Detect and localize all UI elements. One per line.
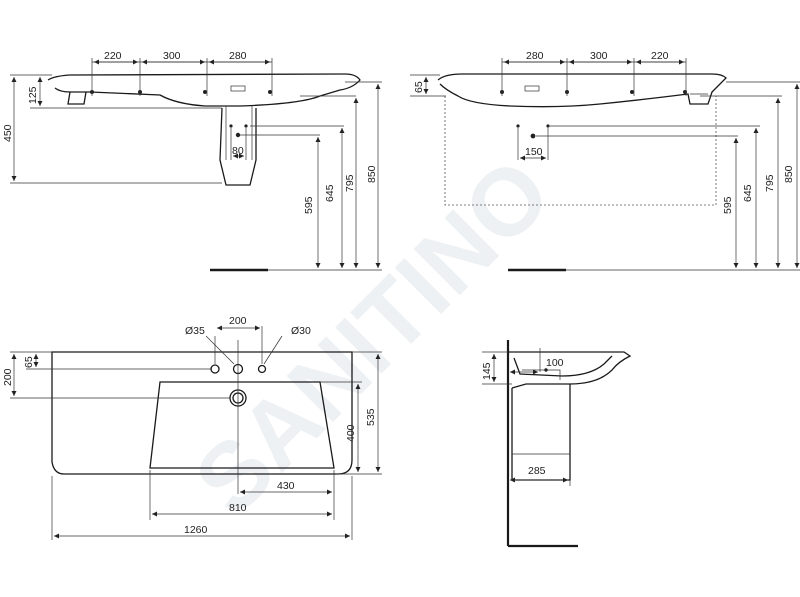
bowl-width-label: 810 (229, 502, 247, 514)
front-view-left-taps: 280 300 220 65 150 595 645 795 850 (410, 50, 800, 272)
tap-hole-spacing-label: 200 (229, 315, 247, 327)
tap-spacing-label: 220 (104, 50, 122, 62)
front-view-right-taps: 220 300 280 125 450 80 595 645 795 850 (2, 50, 382, 272)
bowl-depth-label: 400 (345, 424, 357, 442)
height-label: 595 (303, 196, 315, 214)
tap-spacing-label: 300 (590, 50, 608, 62)
waste-offset-label: 150 (525, 146, 543, 158)
waste-to-edge-label: 430 (277, 480, 295, 492)
rim-height-label: 125 (27, 86, 39, 104)
side-view: 145 100 285 (481, 340, 632, 548)
tap-hole-diameter-left: Ø35 (185, 325, 205, 337)
tap-spacing-label: 220 (651, 50, 669, 62)
height-label: 595 (722, 196, 734, 214)
tap-spacing-label: 300 (163, 50, 181, 62)
total-depth-label: 535 (365, 408, 377, 426)
height-label: 795 (344, 174, 356, 192)
plan-view: 200 Ø35 Ø30 65 200 400 535 430 810 1260 (2, 315, 382, 540)
tap-spacing-label: 280 (526, 50, 544, 62)
total-width-label: 1260 (184, 524, 208, 536)
total-height-label: 450 (2, 124, 14, 142)
height-label: 645 (324, 184, 336, 202)
tap-row-depth-label: 65 (23, 356, 35, 368)
height-145-label: 145 (481, 362, 493, 380)
waste-depth-label: 200 (2, 368, 14, 386)
height-label: 645 (742, 184, 754, 202)
height-label: 795 (764, 174, 776, 192)
rim-height-label: 65 (413, 81, 425, 93)
height-label: 850 (366, 165, 378, 183)
tap-spacing-label: 280 (229, 50, 247, 62)
height-label: 850 (783, 165, 795, 183)
depth-100-label: 100 (546, 357, 564, 369)
waste-offset-label: 80 (232, 145, 244, 157)
depth-285-label: 285 (528, 465, 546, 477)
tap-hole-diameter-right: Ø30 (291, 325, 311, 337)
